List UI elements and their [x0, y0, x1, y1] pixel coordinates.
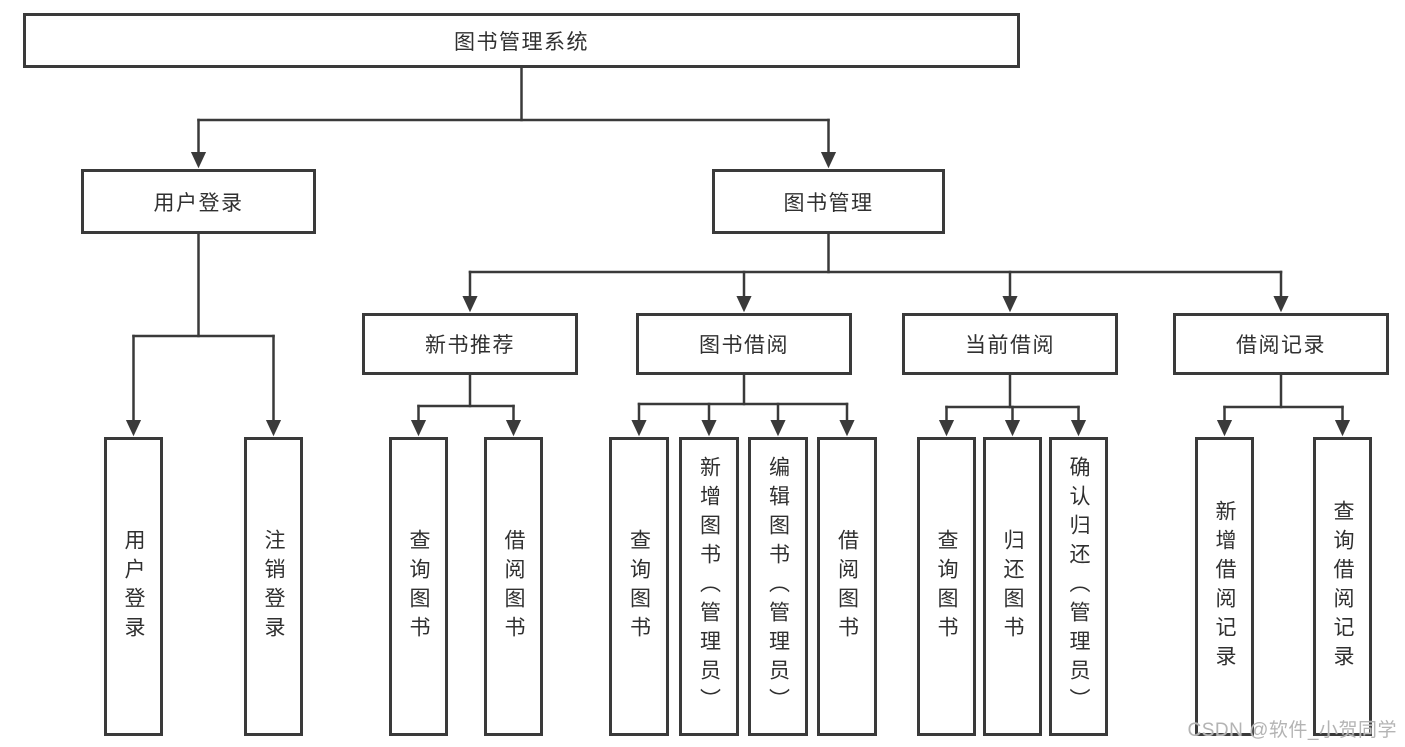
- node-logout-leaf: 注销登录: [244, 437, 303, 736]
- node-cb-query-books: 查询图书: [917, 437, 976, 736]
- node-book-management: 图书管理: [712, 169, 945, 234]
- node-label: 查询图书: [407, 528, 430, 645]
- node-book-borrow: 图书借阅: [636, 313, 852, 375]
- node-label: 归还图书: [1001, 528, 1024, 645]
- node-library-management-system: 图书管理系统: [23, 13, 1020, 68]
- node-label: 图书管理系统: [454, 30, 589, 54]
- node-label: 用户登录: [153, 191, 244, 215]
- node-label: 图书借阅: [699, 334, 789, 357]
- node-label: 借阅图书: [502, 528, 525, 645]
- node-nb-query-books: 查询图书: [389, 437, 448, 736]
- node-borrow-records: 借阅记录: [1173, 313, 1389, 375]
- node-new-book-recommend: 新书推荐: [362, 313, 578, 375]
- node-label: 用户登录: [122, 528, 145, 645]
- node-nb-borrow-books: 借阅图书: [484, 437, 543, 736]
- node-label: 编辑图书（管理员）: [766, 456, 790, 717]
- node-label: 借阅图书: [835, 528, 859, 645]
- node-bb-add-book-admin: 新增图书（管理员）: [679, 437, 739, 736]
- node-cb-return-book: 归还图书: [983, 437, 1042, 736]
- node-bb-edit-book-admin: 编辑图书（管理员）: [748, 437, 808, 736]
- node-label: 新增借阅记录: [1213, 499, 1236, 674]
- node-label: 新增图书（管理员）: [697, 456, 721, 717]
- node-label: 图书管理: [783, 191, 874, 215]
- node-label: 确认归还（管理员）: [1067, 456, 1090, 717]
- node-label: 新书推荐: [425, 334, 515, 357]
- node-label: 注销登录: [262, 528, 285, 645]
- node-user-login-leaf: 用户登录: [104, 437, 163, 736]
- node-user-login: 用户登录: [81, 169, 316, 234]
- node-br-query-record: 查询借阅记录: [1313, 437, 1372, 736]
- node-cb-confirm-return-admin: 确认归还（管理员）: [1049, 437, 1108, 736]
- node-current-borrow: 当前借阅: [902, 313, 1118, 375]
- csdn-watermark: CSDN @软件_小贺同学: [1187, 720, 1397, 741]
- node-label: 当前借阅: [965, 334, 1055, 357]
- node-label: 查询借阅记录: [1331, 499, 1354, 674]
- node-label: 查询图书: [627, 528, 651, 645]
- node-br-add-record: 新增借阅记录: [1195, 437, 1254, 736]
- node-label: 借阅记录: [1236, 334, 1326, 357]
- node-label: 查询图书: [935, 528, 958, 645]
- node-bb-query-books: 查询图书: [609, 437, 669, 736]
- node-bb-borrow-books: 借阅图书: [817, 437, 877, 736]
